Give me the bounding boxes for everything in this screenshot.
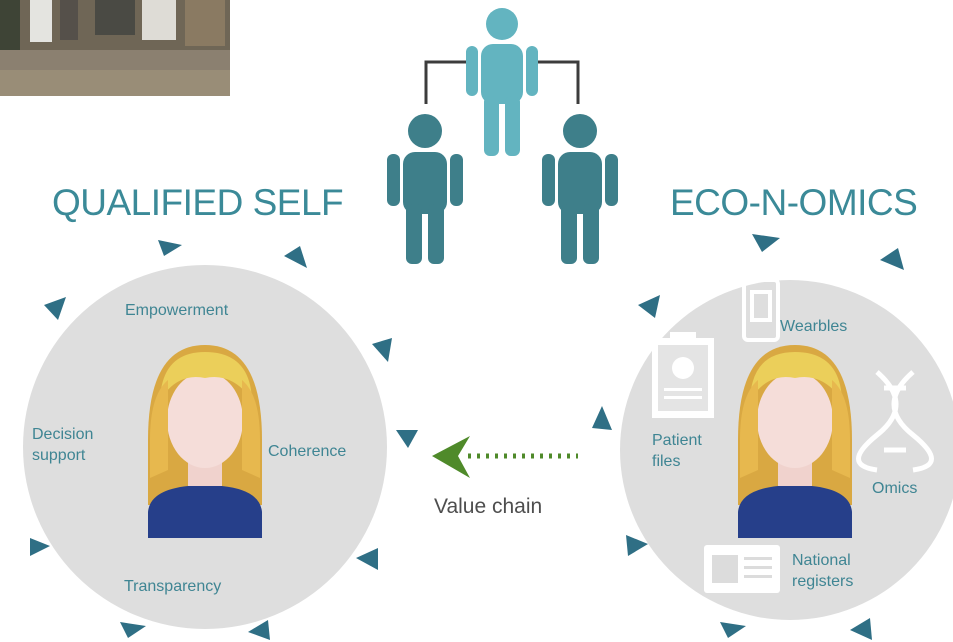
label-patient-files: Patient files xyxy=(652,432,702,470)
label-transparency: Transparency xyxy=(124,578,222,595)
qualified-self-title: QUALIFIED SELF xyxy=(52,182,344,223)
person-top-icon xyxy=(466,8,538,156)
label-wearables: Wearbles xyxy=(780,318,848,335)
person-left-icon xyxy=(387,114,463,264)
photo-thumbnail xyxy=(0,0,230,96)
label-empowerment: Empowerment xyxy=(125,302,229,319)
dna-icon xyxy=(856,370,934,473)
value-chain-label: Value chain xyxy=(434,495,543,518)
value-chain-arrow-icon xyxy=(432,436,578,478)
label-decision-support: Decision support xyxy=(32,426,94,464)
label-national-registers: National registers xyxy=(792,552,854,590)
woman-avatar-icon xyxy=(148,345,262,538)
circle-arrow-markers-right xyxy=(592,234,904,640)
eco-n-omics-title: ECO-N-OMICS xyxy=(670,182,918,223)
wearable-icon xyxy=(742,278,780,342)
id-card-icon xyxy=(704,545,780,593)
hierarchy-people-icon xyxy=(387,8,618,264)
woman-avatar-icon xyxy=(738,345,852,538)
circle-arrow-markers-left xyxy=(30,240,418,640)
label-omics: Omics xyxy=(872,480,918,497)
patient-file-icon xyxy=(652,332,714,418)
person-right-icon xyxy=(542,114,618,264)
label-coherence: Coherence xyxy=(268,443,347,460)
